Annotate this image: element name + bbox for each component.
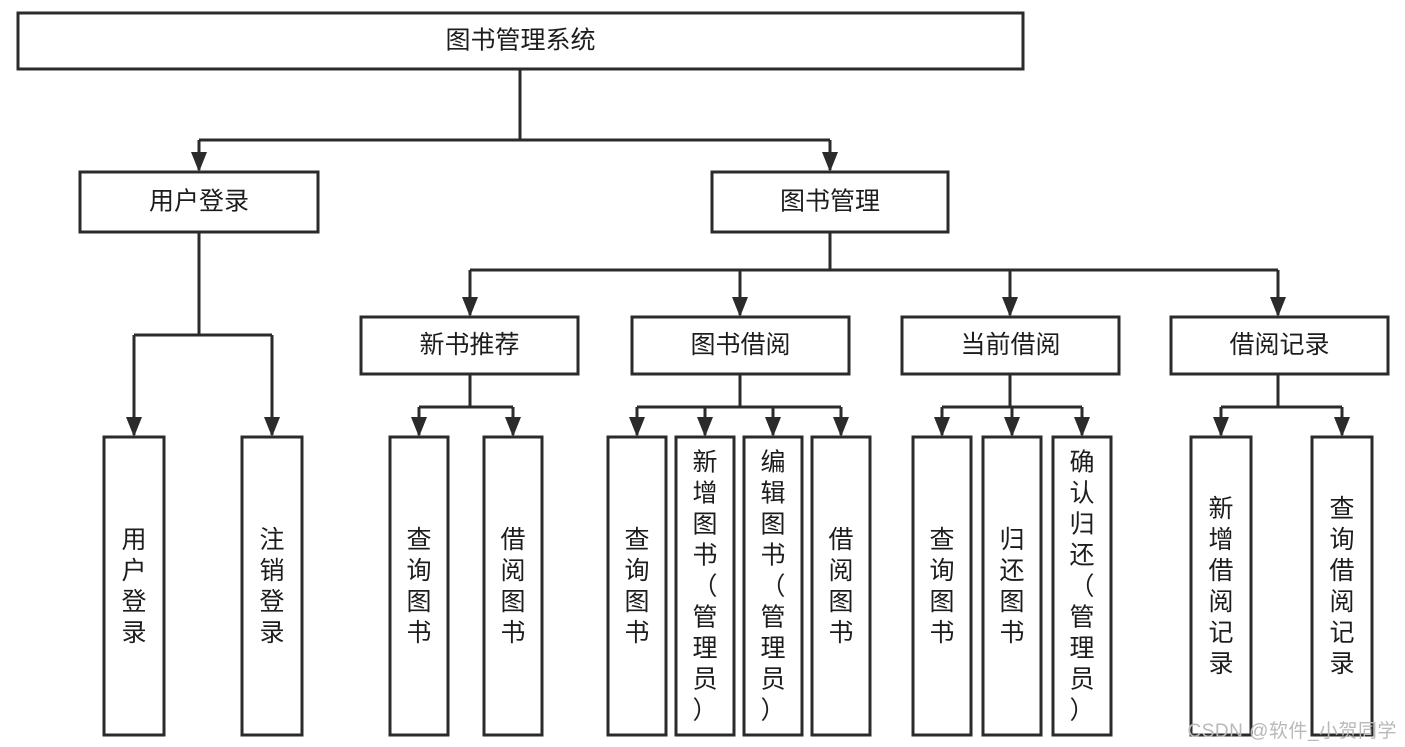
node-borrow-record[interactable]: 借阅记录 <box>1169 315 1390 376</box>
node-box[interactable] <box>1189 435 1253 737</box>
node-box[interactable] <box>388 435 450 737</box>
node-book-manage[interactable]: 图书管理 <box>710 170 950 234</box>
node-leaf-query-book-3[interactable]: 查询图书 <box>911 435 973 737</box>
node-box[interactable] <box>900 315 1121 376</box>
node-box[interactable] <box>78 170 320 234</box>
node-leaf-add-record[interactable]: 新增借阅记录 <box>1189 435 1253 737</box>
connector-group <box>1213 374 1350 437</box>
node-label: 用户登录 <box>121 526 146 647</box>
node-box[interactable] <box>630 315 851 376</box>
node-root[interactable]: 图书管理系统 <box>16 11 1025 71</box>
node-leaf-borrow-book-2[interactable]: 借阅图书 <box>810 435 872 737</box>
node-leaf-query-book-2[interactable]: 查询图书 <box>606 435 668 737</box>
node-label: 确认归还（管理员） <box>1069 449 1094 725</box>
node-leaf-user-login[interactable]: 用户登录 <box>102 435 166 737</box>
node-label: 当前借阅 <box>960 331 1060 359</box>
node-leaf-query-book-1[interactable]: 查询图书 <box>388 435 450 737</box>
node-label: 查询图书 <box>624 526 649 647</box>
node-label: 图书管理 <box>780 188 880 216</box>
node-box[interactable] <box>981 435 1043 737</box>
node-label: 归还图书 <box>999 526 1024 647</box>
connector-group <box>411 374 521 437</box>
node-current-borrow[interactable]: 当前借阅 <box>900 315 1121 376</box>
node-box[interactable] <box>710 170 950 234</box>
connector-layer <box>126 69 1350 437</box>
node-label: 图书管理系统 <box>445 27 595 55</box>
node-box[interactable] <box>240 435 304 737</box>
node-box[interactable] <box>16 11 1025 71</box>
node-leaf-user-logout[interactable]: 注销登录 <box>240 435 304 737</box>
node-label: 新增图书（管理员） <box>692 449 717 725</box>
node-label: 借阅图书 <box>828 526 853 647</box>
connector-group <box>191 69 838 172</box>
node-box[interactable] <box>1051 435 1113 737</box>
node-leaf-query-record[interactable]: 查询借阅记录 <box>1310 435 1374 737</box>
node-leaf-borrow-book-1[interactable]: 借阅图书 <box>482 435 544 737</box>
node-leaf-add-book[interactable]: 新增图书（管理员） <box>674 435 736 737</box>
node-label: 编辑图书（管理员） <box>760 449 785 725</box>
connector-group <box>126 232 280 437</box>
node-box[interactable] <box>359 315 580 376</box>
node-label: 用户登录 <box>149 188 249 216</box>
node-box[interactable] <box>1310 435 1374 737</box>
node-box[interactable] <box>911 435 973 737</box>
node-box[interactable] <box>1169 315 1390 376</box>
node-box[interactable] <box>482 435 544 737</box>
node-new-book-rec[interactable]: 新书推荐 <box>359 315 580 376</box>
node-leaf-edit-book[interactable]: 编辑图书（管理员） <box>742 435 804 737</box>
node-box[interactable] <box>606 435 668 737</box>
node-leaf-return-book[interactable]: 归还图书 <box>981 435 1043 737</box>
node-label: 新增借阅记录 <box>1208 495 1233 678</box>
node-label: 查询图书 <box>929 526 954 647</box>
node-book-borrow[interactable]: 图书借阅 <box>630 315 851 376</box>
node-box[interactable] <box>674 435 736 737</box>
connector-group <box>629 374 849 437</box>
node-label: 借阅图书 <box>500 526 525 647</box>
node-label: 图书借阅 <box>690 331 790 359</box>
node-label: 新书推荐 <box>419 331 519 359</box>
connector-group <box>462 232 1286 317</box>
connector-group <box>934 374 1090 437</box>
node-label: 查询借阅记录 <box>1329 495 1354 678</box>
node-box[interactable] <box>102 435 166 737</box>
node-box[interactable] <box>810 435 872 737</box>
node-label: 借阅记录 <box>1229 331 1329 359</box>
node-label: 注销登录 <box>259 526 284 647</box>
node-leaf-confirm-return[interactable]: 确认归还（管理员） <box>1051 435 1113 737</box>
node-layer: 图书管理系统用户登录图书管理新书推荐图书借阅当前借阅借阅记录用户登录注销登录查询… <box>16 11 1390 737</box>
node-user-login[interactable]: 用户登录 <box>78 170 320 234</box>
node-box[interactable] <box>742 435 804 737</box>
node-label: 查询图书 <box>406 526 431 647</box>
